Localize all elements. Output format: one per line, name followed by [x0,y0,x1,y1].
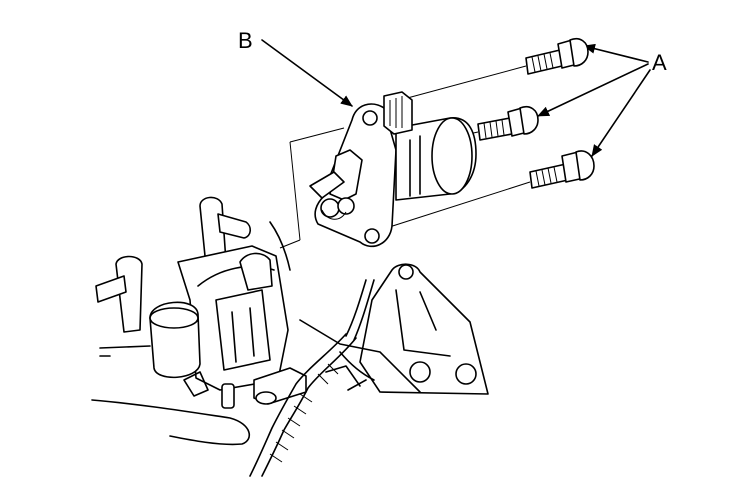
electrical-connector [383,91,413,135]
callout-b-leader [261,39,353,107]
bolt-bottom [529,150,595,189]
wiring-harness [249,221,375,477]
valve-assembly [309,91,477,248]
callout-a-leaders [537,43,651,157]
mounting-hole-top [362,110,378,126]
callout-label-a: A [652,50,667,75]
callout-label-b: B [238,28,253,53]
mounting-hole-bottom [364,228,380,244]
mounting-bracket [299,263,489,395]
intake-assembly [91,196,307,446]
bolt-middle [477,105,539,141]
bolt-top [525,37,589,75]
